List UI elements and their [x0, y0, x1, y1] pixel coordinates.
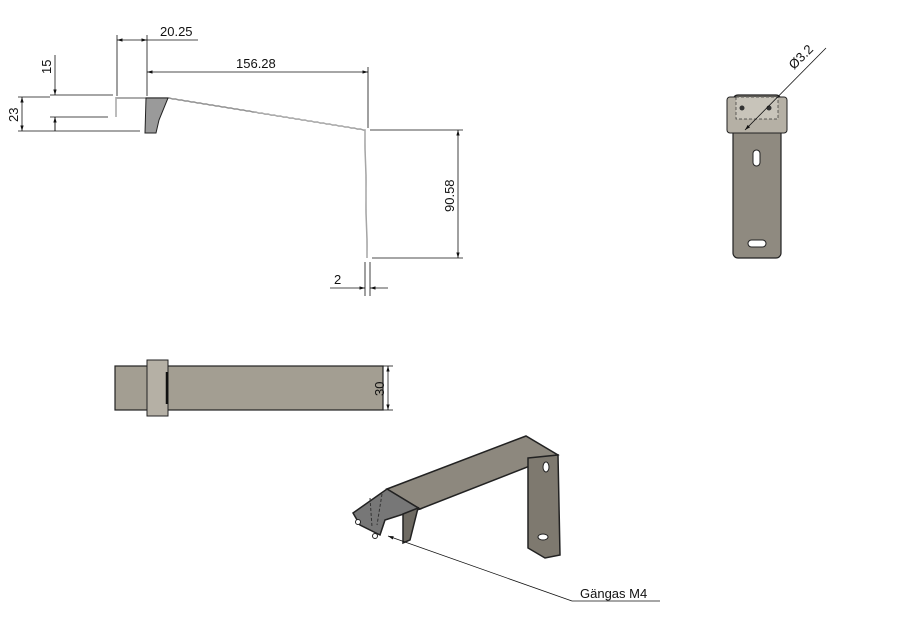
- slot-horizontal: [747, 239, 767, 248]
- iso-vertical-plate: [527, 454, 561, 559]
- dim-hook-depth: 15: [39, 60, 54, 74]
- slot-vertical: [752, 149, 761, 167]
- dim-total-height: 23: [6, 108, 21, 122]
- side-view: 20.25 156.28 15 23 90.58 2: [6, 24, 463, 296]
- iso-view: Gängas M4: [352, 435, 660, 602]
- hole: [739, 105, 745, 111]
- top-view: 30: [114, 359, 393, 417]
- end-plate: [732, 94, 782, 259]
- end-view: Ø3.2: [726, 42, 827, 259]
- gusset: [144, 97, 169, 134]
- dim-hole: Ø3.2: [786, 42, 817, 73]
- callout-thread: Gängas M4: [580, 586, 647, 601]
- dim-width: 30: [372, 382, 387, 396]
- dim-thickness: 2: [334, 272, 341, 287]
- dim-drop: 90.58: [442, 179, 457, 212]
- dim-flange-offset: 20.25: [160, 24, 193, 39]
- dim-span: 156.28: [236, 56, 276, 71]
